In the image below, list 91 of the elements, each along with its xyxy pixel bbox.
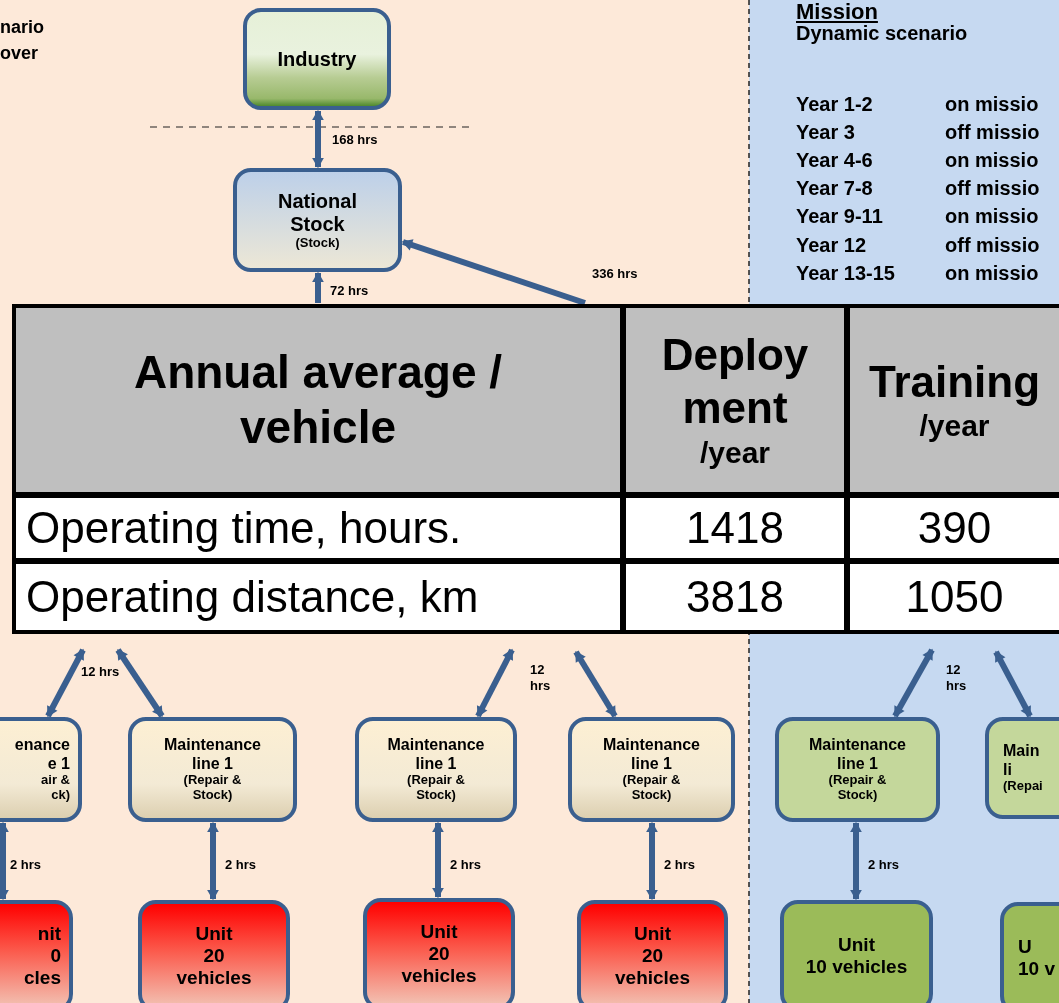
edge-label: 2 hrs [664,857,696,873]
node-title: National Stock [277,189,358,236]
year-label: Year 4-6 [796,149,873,172]
status-label: off missio [945,177,1040,200]
edge-label: 2 hrs [450,857,482,873]
node-title: Unit [420,921,458,944]
double-arrow [0,821,9,901]
year-label: Year 3 [796,121,855,144]
status-label: on missio [945,93,1039,116]
unit-box [138,900,290,1003]
node-title: Industry [277,47,357,71]
edge-label: 72 hrs [330,283,369,299]
heading-fragment: over [0,43,39,64]
unit-label: /year [699,434,771,471]
heading-fragment: nario [0,17,44,38]
column-header: Annual average / vehicle [132,344,504,455]
node-title: Maintenance line 1 [808,736,907,773]
double-arrow [432,821,444,899]
supplier-box [243,8,391,110]
node-title: Maintenance line 1 [386,736,486,773]
node-subtitle: 20 vehicles [175,945,253,989]
node-title: nit [37,923,61,946]
node-title: Maintenance line 1 [163,736,262,773]
edge-label: 2 hrs [225,857,257,873]
value-label: 1050 [905,570,1004,623]
arrow [401,239,586,306]
double-arrow [312,109,324,169]
arrow [312,271,324,303]
node-subtitle: (Repai [1003,778,1043,794]
double-arrow [892,648,935,718]
edge-label: 12 hrs [81,664,120,680]
double-arrow [850,821,862,901]
node-subtitle: (Stock) [295,235,340,251]
year-label: Year 12 [796,234,867,257]
value-label: 1418 [686,501,784,554]
maintenance-box [568,717,735,822]
node-subtitle: (Repair & Stock) [827,772,888,803]
edge-label: 12 hrs [530,662,552,694]
stock-box [233,168,402,272]
value-label: 390 [917,501,992,554]
node-subtitle: 0 cles [23,945,61,989]
unit-box [780,900,933,1003]
unit-box [577,900,728,1003]
node-subtitle: 20 vehicles [614,945,691,989]
section-heading: Mission [796,0,878,25]
year-label: Year 9-11 [796,205,883,228]
maintenance-box [355,717,517,822]
node-subtitle: 10 v [1018,958,1055,980]
row-label: Operating time, hours. [26,501,462,554]
row-label: Operating distance, km [26,570,479,623]
double-arrow [573,650,618,718]
edge-label: 12 hrs [946,662,968,694]
status-label: on missio [945,149,1039,172]
year-label: Year 1-2 [796,93,873,116]
subheading: Dynamic scenario [796,22,968,45]
node-subtitle: (Repair & Stock) [621,772,682,803]
node-title: Unit [634,923,671,946]
edge-label: 2 hrs [10,857,42,873]
node-title: Unit [838,934,875,956]
node-title: enance e 1 [13,736,70,773]
node-title: Maintenance line 1 [602,736,701,773]
status-label: off missio [945,121,1040,144]
status-label: off missio [945,234,1040,257]
status-label: on missio [945,205,1039,228]
double-arrow [115,648,165,718]
double-arrow [475,648,515,718]
edge-label: 2 hrs [868,857,900,873]
double-arrow [993,650,1033,718]
double-arrow [45,648,86,718]
column-header: Training [868,355,1041,408]
node-title: Unit [195,923,233,946]
node-subtitle: (Repair & Stock) [182,772,243,803]
column-header: Deploy ment [660,329,810,434]
status-label: on missio [945,262,1039,285]
node-subtitle: (Repair & Stock) [406,772,466,803]
unit-label: /year [919,408,990,445]
year-label: Year 13-15 [796,262,895,285]
node-subtitle: 20 vehicles [400,943,478,987]
maintenance-box [775,717,940,822]
node-subtitle: 10 vehicles [805,956,908,978]
year-label: Year 7-8 [796,177,873,200]
node-title: Main li [1003,742,1041,779]
value-label: 3818 [686,570,784,623]
node-subtitle: air & ck) [40,772,70,803]
edge-label: 336 hrs [592,266,638,282]
node-title: U [1018,936,1032,958]
double-arrow [646,821,658,901]
double-arrow [207,821,219,901]
unit-box [363,898,515,1003]
maintenance-box [128,717,297,822]
edge-label: 168 hrs [332,132,378,148]
